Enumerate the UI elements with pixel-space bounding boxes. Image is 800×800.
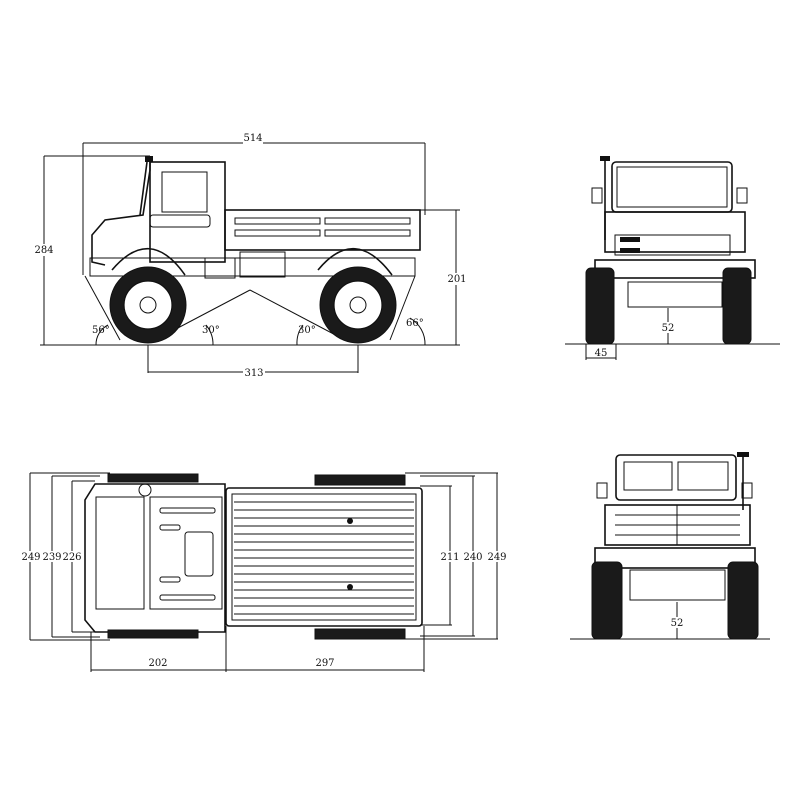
bed-height-label: 201 — [447, 274, 466, 285]
bed-length-label: 297 — [315, 658, 334, 669]
rear-view: 52 — [570, 452, 770, 640]
tire-width-label: 45 — [595, 348, 608, 359]
front-ground-clearance-label: 52 — [662, 323, 675, 334]
overall-length-label: 514 — [243, 133, 262, 144]
front-view: 52 45 — [565, 156, 780, 360]
departure-angle-label: 66° — [406, 318, 424, 329]
top-view: 249 239 226 211 240 249 202 297 — [21, 472, 507, 672]
approach-angle-label: 56° — [92, 325, 110, 336]
top-width-outer-label: 249 — [21, 552, 40, 563]
cab-length-label: 202 — [148, 658, 167, 669]
side-view: 514 284 201 313 56° 30° 30° 66° — [33, 133, 468, 379]
overall-height-label: 284 — [34, 245, 53, 256]
overall-width-right-label: 249 — [487, 552, 506, 563]
bed-width-outer-label: 240 — [463, 552, 482, 563]
breakover-angle-rear-label: 30° — [298, 325, 316, 336]
bed-slats — [234, 501, 414, 615]
wheelbase-label: 313 — [244, 368, 263, 379]
top-width-cab-label: 226 — [62, 552, 81, 563]
bed-width-label: 211 — [440, 552, 459, 563]
breakover-angle-front-label: 30° — [202, 325, 220, 336]
top-width-mid-label: 239 — [42, 552, 61, 563]
rear-ground-clearance-label: 52 — [671, 618, 684, 629]
